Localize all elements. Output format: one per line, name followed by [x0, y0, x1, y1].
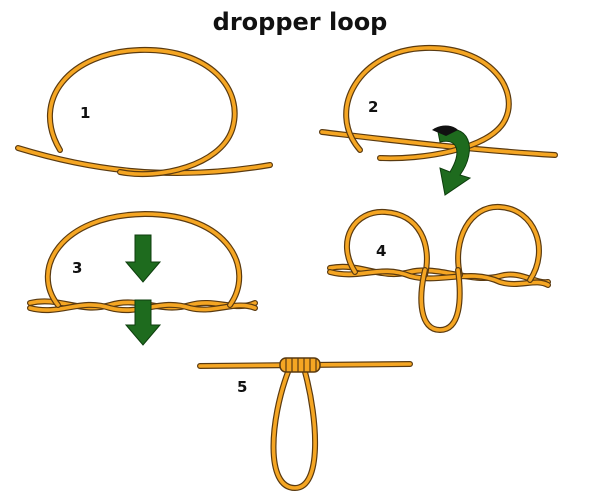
step-2: 2 [319, 44, 558, 196]
step-4-label: 4 [376, 242, 386, 260]
diagram-title: dropper loop [212, 8, 388, 36]
down-arrow-icon [124, 299, 162, 346]
step-1-label: 1 [80, 104, 90, 122]
step-4: 4 [327, 203, 551, 334]
step-2-label: 2 [368, 98, 378, 116]
step-5-label: 5 [237, 378, 247, 396]
step-5: 5 [197, 357, 413, 492]
step-3-label: 3 [72, 259, 82, 277]
step-1: 1 [15, 46, 273, 178]
down-arrow-icon [124, 234, 162, 283]
curved-arrow-icon [437, 128, 472, 196]
step-3: 3 [27, 210, 258, 346]
